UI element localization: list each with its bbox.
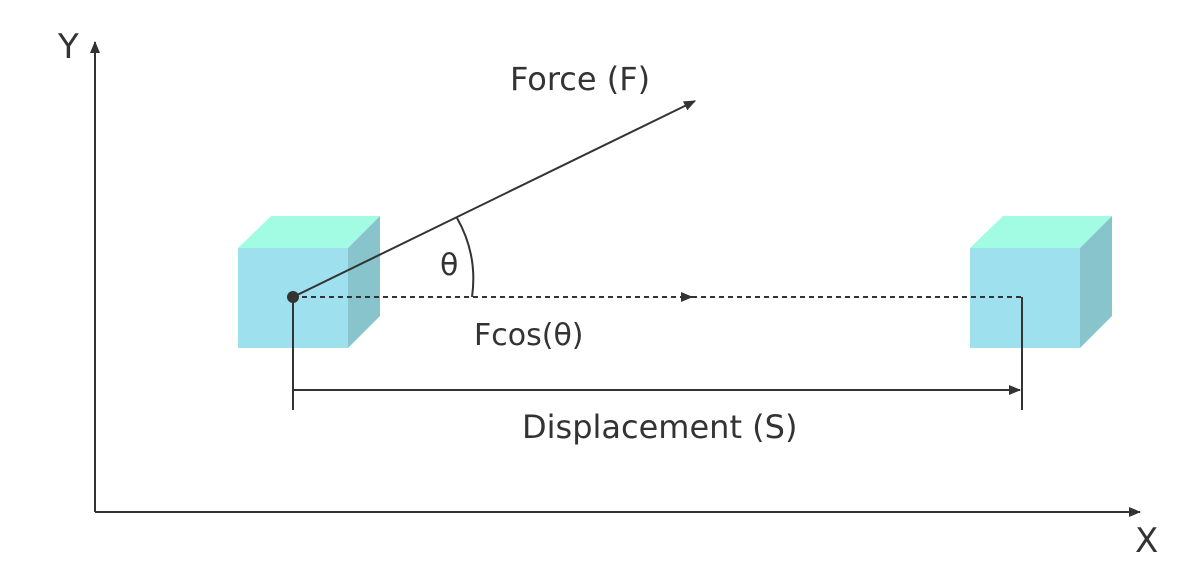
theta-label: θ xyxy=(440,248,458,283)
y-axis-label: Y xyxy=(57,27,79,67)
end-cube xyxy=(970,216,1112,348)
angle-arc xyxy=(456,217,475,298)
displacement-label: Displacement (S) xyxy=(522,408,797,446)
force-label: Force (F) xyxy=(510,60,650,98)
component-label: Fcos(θ) xyxy=(474,318,584,353)
start-cube xyxy=(238,216,380,348)
force-vector xyxy=(292,100,696,298)
x-axis-label: X xyxy=(1135,521,1158,561)
